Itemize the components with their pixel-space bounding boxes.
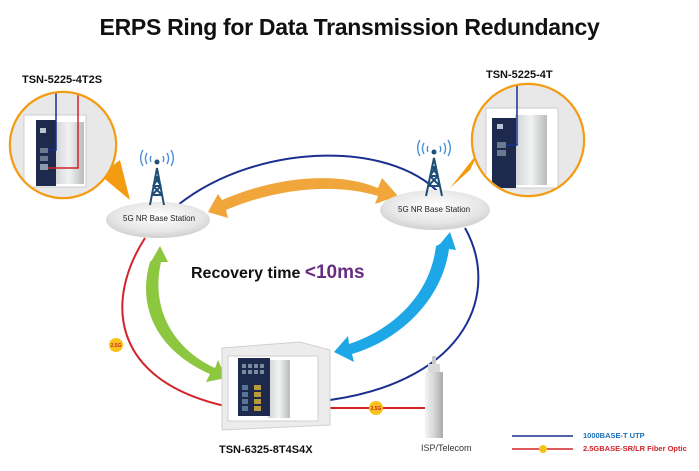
center-switch-enclosure xyxy=(221,341,331,431)
green-redundancy-arrow xyxy=(146,246,226,382)
signal-icon xyxy=(416,139,452,157)
fiber-link-left xyxy=(121,237,226,407)
legend-badge xyxy=(539,445,547,453)
legend-fiber-label: 2.5GBASE-SR/LR Fiber Optic xyxy=(583,444,687,453)
recovery-time-text: Recovery time <10ms xyxy=(191,262,365,284)
link-badge-left: 2.5G xyxy=(109,338,123,352)
utp-link-top xyxy=(177,154,446,206)
link-badge-isp: 2.5G xyxy=(369,401,383,415)
callout-left xyxy=(8,90,130,200)
badge-text: 2.5G xyxy=(111,343,122,349)
base-station-right-label: 5G NR Base Station xyxy=(398,205,471,214)
recovery-value: <10ms xyxy=(304,262,365,283)
left-switch-model: TSN-5225-4T2S xyxy=(22,74,103,86)
signal-icon xyxy=(139,149,175,167)
isp-label: ISP/Telecom xyxy=(421,443,472,453)
callout-right xyxy=(450,82,586,198)
blue-redundancy-arrow xyxy=(334,232,456,362)
base-station-left xyxy=(106,149,210,238)
tower-icon xyxy=(425,157,443,197)
isp-building-icon xyxy=(425,356,443,438)
diagram-title: ERPS Ring for Data Transmission Redundan… xyxy=(99,14,600,40)
utp-link-right xyxy=(329,227,480,401)
right-switch-model: TSN-5225-4T xyxy=(486,69,553,81)
center-switch-model: TSN-6325-8T4S4X xyxy=(219,444,313,456)
recovery-label: Recovery time xyxy=(191,265,301,282)
base-station-right xyxy=(380,139,490,230)
tower-icon xyxy=(149,167,165,206)
orange-redundancy-arrow xyxy=(208,178,398,218)
legend-utp-label: 1000BASE-T UTP xyxy=(583,431,645,440)
badge-text: 2.5G xyxy=(371,406,382,412)
base-station-left-label: 5G NR Base Station xyxy=(123,214,196,223)
